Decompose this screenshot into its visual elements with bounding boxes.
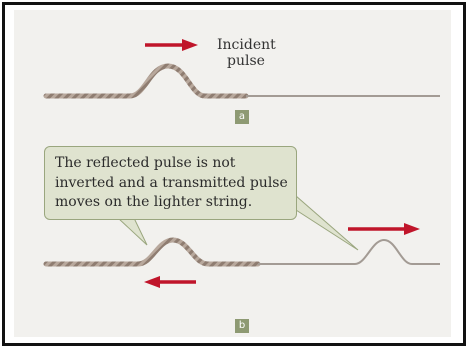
transmitted-arrow-icon bbox=[348, 223, 420, 235]
incident-pulse-label: Incident pulse bbox=[217, 37, 276, 69]
incident-label-line2: pulse bbox=[227, 53, 265, 69]
callout-pointer-right bbox=[295, 194, 359, 251]
incident-label-line1: Incident bbox=[217, 37, 276, 53]
incident-arrow-icon bbox=[145, 39, 198, 51]
panel-a-badge: a bbox=[235, 110, 249, 124]
panel-b-badge: b bbox=[235, 319, 249, 333]
light-string-b bbox=[258, 238, 440, 265]
callout-line-1: The reflected pulse is not bbox=[55, 155, 236, 171]
callout-line-2: inverted and a transmitted pulse bbox=[55, 174, 288, 191]
heavy-string-a bbox=[43, 63, 249, 99]
reflected-arrow-icon bbox=[144, 276, 196, 288]
reflection-callout: The reflected pulse is not inverted and … bbox=[44, 146, 297, 220]
callout-line-3: moves on the lighter string. bbox=[55, 194, 253, 210]
heavy-string-b bbox=[43, 237, 261, 267]
callout-pointer-left bbox=[116, 217, 148, 246]
